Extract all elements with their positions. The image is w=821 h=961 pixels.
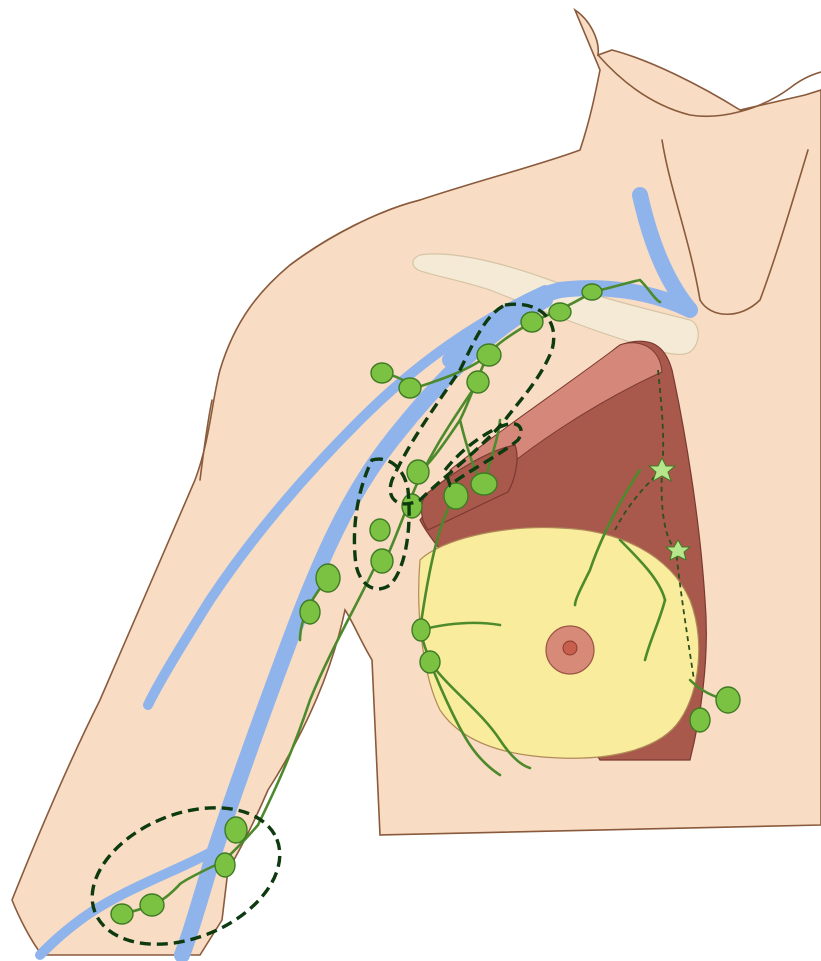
lymph-node — [467, 371, 489, 393]
lymph-node — [371, 549, 393, 573]
lymph-node — [300, 600, 320, 624]
lymph-node — [225, 817, 247, 843]
lymph-node — [402, 494, 422, 518]
lymph-node — [412, 619, 430, 641]
lymph-node — [690, 708, 710, 732]
lymph-node — [444, 483, 468, 509]
lymph-node — [370, 519, 390, 541]
lymph-node — [477, 344, 501, 366]
lymph-node — [521, 312, 543, 332]
lymph-node — [471, 473, 497, 495]
lymph-node — [215, 853, 235, 877]
lymph-node — [399, 378, 421, 398]
lymph-node — [111, 904, 133, 924]
lymph-node — [316, 564, 340, 592]
lymph-node — [716, 687, 740, 713]
lymph-node — [407, 460, 429, 484]
lymph-node — [140, 894, 164, 916]
lymph-node — [582, 284, 602, 300]
lymph-node — [549, 303, 571, 321]
lymph-node — [371, 363, 393, 383]
lymph-node — [420, 651, 440, 673]
nipple — [563, 641, 577, 655]
